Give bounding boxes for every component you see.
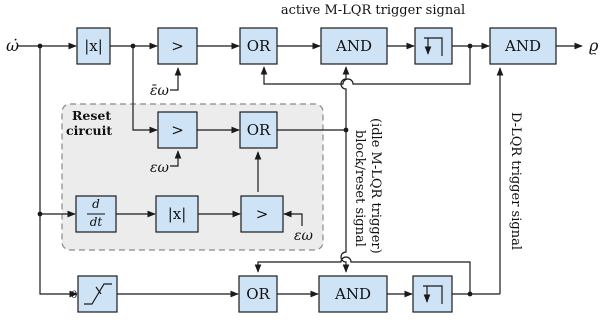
idle-mlqr-trigger-label: (idle M-LQR trigger) [368,118,383,254]
junction-input-ddt [37,211,43,217]
saturation-curve [84,283,112,305]
or-block-3 [238,275,278,313]
wire-upper-threshold [170,67,182,91]
and-block-1 [320,27,388,65]
input-label: ω̇ [6,36,19,55]
comparator-block-2 [157,111,198,149]
active-mlqr-signal-label: active M-LQR trigger signal [281,3,465,18]
wire-input-branch-down [39,46,78,298]
wire-block-reset-signal [277,66,350,131]
derivative-denominator: dt [90,215,103,229]
wire-block-reset-down [340,130,350,273]
lower-threshold-label: εω [150,160,170,176]
or-block-3-label: OR [246,285,270,303]
saturation-tick [95,286,102,295]
lower-threshold-label-2: εω [294,228,314,244]
abs-block-label: |x| [84,37,103,55]
junction-abs [130,43,136,49]
junction-reset [343,127,349,133]
and-block-3 [318,275,388,313]
latch-icon-1 [424,37,443,56]
abs-block-2 [155,195,199,233]
wire-lower-threshold-2 [283,210,303,226]
reset-circuit-label-line1: Reset [72,108,111,123]
or-block-1-label: OR [247,37,271,55]
derivative-numerator: d [92,197,100,211]
abs-block-2-label: |x| [168,205,187,223]
junction-input [37,43,43,49]
latch-block-2 [412,275,453,313]
and-block-2 [489,27,557,65]
wire-latch2-feedback-to-or [254,256,471,294]
latch-block-1 [414,27,453,65]
comparator-block-3 [240,195,284,233]
or-block-1 [239,27,278,65]
and-block-2-label: AND [504,37,541,55]
and-block-3-label: AND [334,285,371,303]
output-label: ϱ [589,36,599,55]
comparator-block-1 [157,27,198,65]
abs-block [76,27,111,65]
comparator-block-1-label: > [171,37,184,55]
or-block-2 [239,111,278,149]
saturation-zero-label: 0 [71,290,77,301]
wire-lower-threshold [170,150,182,167]
block-reset-signal-label: block/reset signal [352,130,367,247]
wire-abs-branch-down [132,46,158,134]
dlqr-trigger-signal-label: D-LQR trigger signal [508,112,523,250]
latch-icon-2 [423,285,443,304]
comparator-block-3-label: > [256,205,269,223]
upper-threshold-label: ε̄ω [150,83,170,99]
reset-circuit-label-line2: circuit [66,123,112,138]
and-block-1-label: AND [335,37,372,55]
junction-latch2 [467,291,473,297]
junction-latch [467,43,473,49]
or-block-2-label: OR [247,121,271,139]
wire-latch-feedback-to-or [260,46,471,85]
comparator-block-2-label: > [171,121,184,139]
